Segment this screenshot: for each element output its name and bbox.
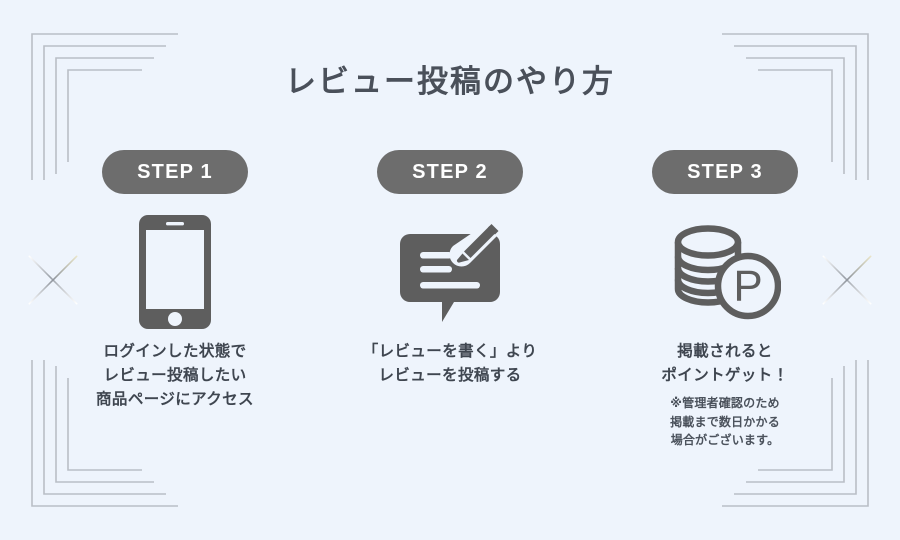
step-1: STEP 1 ログインした状態で レビュー投稿したい 商品ページにアクセス [50, 150, 300, 412]
step-2-badge: STEP 2 [377, 150, 523, 194]
page-title: レビュー投稿のやり方 [285, 64, 615, 99]
point-coins-icon: P [674, 225, 781, 320]
step-3-caption: 掲載されると ポイントゲット！ [661, 343, 789, 385]
step-2: STEP 2 「レビュ [325, 150, 575, 388]
step-3-icon-wrap: P [669, 212, 781, 332]
step-2-icon-wrap [398, 212, 502, 332]
review-write-icon [400, 220, 502, 322]
step-1-badge: STEP 1 [102, 150, 248, 194]
svg-text:P: P [733, 262, 762, 311]
step-3-note: ※管理者確認のため 掲載まで数日かかる 場合がございます。 [670, 396, 780, 448]
step-2-caption: 「レビューを書く」より レビューを投稿する [362, 343, 538, 385]
step-3: STEP 3 P 掲載されると ポイントゲット！ [600, 150, 850, 450]
step-3-badge: STEP 3 [652, 150, 798, 194]
steps-container: STEP 1 ログインした状態で レビュー投稿したい 商品ページにアクセス ST… [50, 150, 850, 450]
step-1-caption: ログインした状態で レビュー投稿したい 商品ページにアクセス [96, 343, 254, 409]
smartphone-icon [139, 215, 211, 329]
step-1-icon-wrap [137, 212, 213, 332]
